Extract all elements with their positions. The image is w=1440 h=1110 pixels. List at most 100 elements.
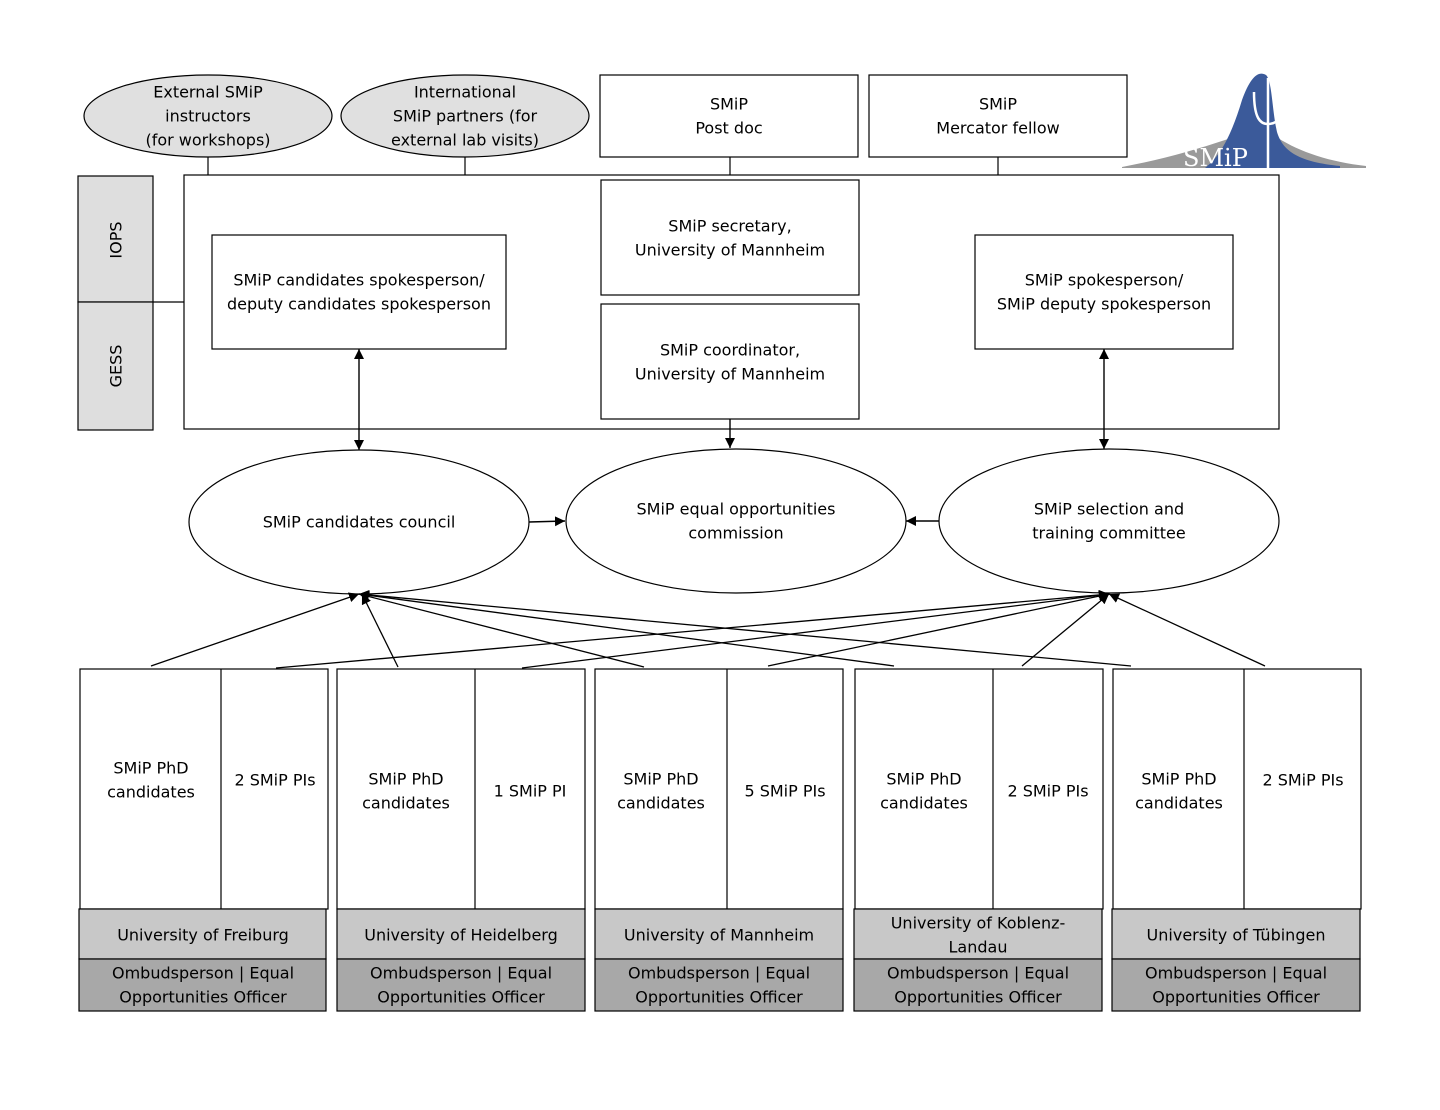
text-line: SMiP partners (for: [393, 107, 538, 126]
equal-opportunities-label: SMiP equal opportunities commission: [637, 500, 836, 543]
text-line: SMiP candidates spokesperson/: [233, 271, 485, 290]
text-line: Ombudsperson | Equal: [1145, 964, 1327, 983]
logo-text: SMiP: [1183, 144, 1248, 172]
pis-label: 5 SMiP PIs: [744, 782, 825, 801]
text-line: Ombudsperson | Equal: [112, 964, 294, 983]
post-doc-label: SMiP Post doc: [695, 95, 762, 138]
post-doc-box: SMiP Post doc: [599, 74, 859, 158]
pis-label: 1 SMiP PI: [494, 782, 567, 801]
text-line: Opportunities Officer: [1152, 988, 1320, 1007]
text-line: SMiP PhD: [368, 770, 443, 789]
candidates-spokesperson-label: SMiP candidates spokesperson/deputy cand…: [227, 271, 491, 314]
text-line: 2 SMiP PIs: [1262, 771, 1343, 790]
university-name: University of Freiburg: [117, 926, 289, 945]
text-line: Post doc: [695, 119, 762, 138]
text-line: SMiP deputy spokesperson: [997, 295, 1211, 314]
text-line: Ombudsperson | Equal: [370, 964, 552, 983]
university-name: University of Koblenz- Landau: [891, 914, 1066, 957]
iops-box: IOPS: [77, 175, 154, 303]
text-line: Opportunities Officer: [377, 988, 545, 1007]
text-line: University of Tübingen: [1147, 926, 1326, 945]
text-line: 1 SMiP PI: [494, 782, 567, 801]
text-line: University of Heidelberg: [364, 926, 558, 945]
candidates-council-node: SMiP candidates council: [188, 449, 530, 595]
pis-label: 2 SMiP PIs: [234, 771, 315, 790]
text-line: SMiP PhD: [113, 759, 188, 778]
text-line: University of Mannheim: [624, 926, 814, 945]
text-line: SMiP selection and: [1034, 500, 1184, 519]
text-line: SMiP PhD: [1141, 770, 1216, 789]
core-arrows: [354, 349, 1109, 527]
text-line: University of Mannheim: [635, 365, 825, 384]
candidates-spokesperson-box: SMiP candidates spokesperson/deputy cand…: [211, 234, 507, 350]
phd-candidates-label: SMiP PhD candidates: [880, 770, 968, 813]
text-line: 5 SMiP PIs: [744, 782, 825, 801]
text-line: SMiP equal opportunities: [637, 500, 836, 519]
candidates-council-label: SMiP candidates council: [263, 513, 456, 532]
arrow-council-equal: [528, 516, 566, 527]
university-block-koblenz-landau: SMiP PhD candidates 2 SMiP PIs University…: [853, 668, 1104, 1012]
coordinator-box: SMiP coordinator, University of Mannheim: [600, 303, 860, 420]
text-line: Mercator fellow: [936, 119, 1059, 138]
university-name: University of Tübingen: [1147, 926, 1326, 945]
text-line: University of Freiburg: [117, 926, 289, 945]
mercator-fellow-box: SMiP Mercator fellow: [868, 74, 1128, 158]
text-line: candidates: [362, 794, 450, 813]
university-block-tuebingen: SMiP PhD candidates 2 SMiP PIs University…: [1111, 668, 1362, 1012]
text-line: candidates: [880, 794, 968, 813]
text-line: University of Koblenz-: [891, 914, 1066, 933]
gess-box: GESS: [77, 301, 154, 431]
text-line: SMiP: [979, 95, 1017, 114]
text-line: commission: [688, 524, 783, 543]
text-line: 2 SMiP PIs: [234, 771, 315, 790]
university-name: University of Heidelberg: [364, 926, 558, 945]
pis-label: 2 SMiP PIs: [1262, 771, 1343, 790]
text-line: External SMiP: [153, 83, 263, 102]
text-line: candidates: [1135, 794, 1223, 813]
phd-candidates-label: SMiP PhD candidates: [362, 770, 450, 813]
text-line: Opportunities Officer: [635, 988, 803, 1007]
core-container: [183, 174, 1280, 430]
university-block-heidelberg: SMiP PhD candidates 1 SMiP PI University …: [336, 668, 586, 1012]
text-line: Opportunities Officer: [894, 988, 1062, 1007]
text-line: Opportunities Officer: [119, 988, 287, 1007]
secretary-box: SMiP secretary, University of Mannheim: [600, 179, 860, 296]
text-line: International: [414, 83, 516, 102]
text-line: SMiP: [710, 95, 748, 114]
text-line: deputy candidates spokesperson: [227, 295, 491, 314]
text-line: SMiP secretary,: [668, 217, 791, 236]
university-arrows: [150, 589, 1266, 669]
secretary-label: SMiP secretary, University of Mannheim: [635, 217, 825, 260]
text-line: Landau: [949, 938, 1008, 957]
spokesperson-box: SMiP spokesperson/SMiP deputy spokespers…: [974, 234, 1234, 350]
text-line: SMiP PhD: [886, 770, 961, 789]
text-line: Ombudsperson | Equal: [628, 964, 810, 983]
text-line: University of Mannheim: [635, 241, 825, 260]
top-connectors: [153, 157, 999, 303]
text-line: candidates: [617, 794, 705, 813]
text-line: training committee: [1032, 524, 1186, 543]
text-line: 2 SMiP PIs: [1007, 782, 1088, 801]
text-line: SMiP coordinator,: [660, 341, 800, 360]
coordinator-label: SMiP coordinator, University of Mannheim: [635, 341, 825, 384]
text-line: SMiP spokesperson/: [1025, 271, 1184, 290]
text-line: SMiP candidates council: [263, 513, 456, 532]
text-line: instructors: [165, 107, 251, 126]
equal-opportunities-node: SMiP equal opportunities commission: [565, 448, 907, 594]
mercator-fellow-label: SMiP Mercator fellow: [936, 95, 1059, 138]
pis-label: 2 SMiP PIs: [1007, 782, 1088, 801]
gess-label: GESS: [107, 345, 126, 388]
